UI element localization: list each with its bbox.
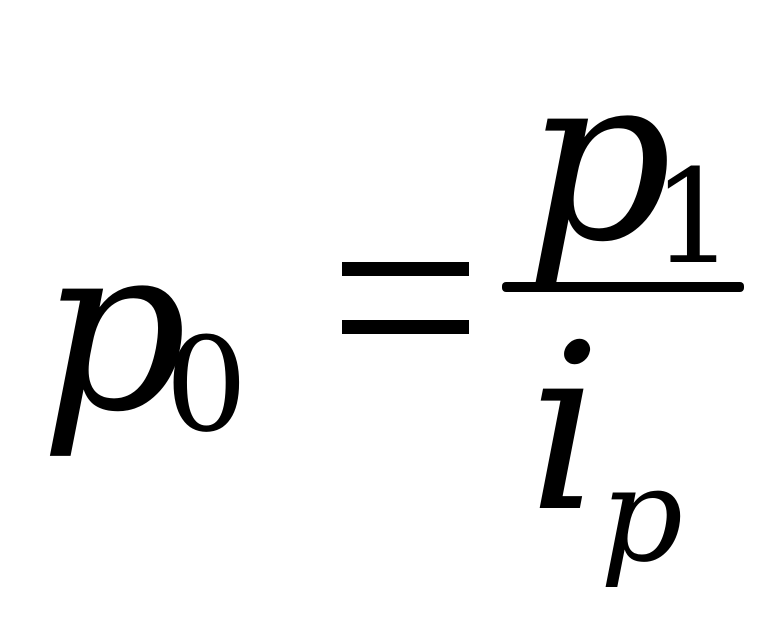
lhs-variable: p <box>40 196 188 463</box>
fraction-bar <box>502 282 744 292</box>
numerator-subscript: 1 <box>652 141 735 293</box>
denominator-subscript: p <box>600 439 684 591</box>
equals-sign-bottom-bar <box>342 320 469 334</box>
equals-sign-top-bar <box>342 262 469 276</box>
numerator-variable: p <box>525 26 673 293</box>
denominator-variable: i <box>528 296 602 563</box>
lhs-subscript: 0 <box>165 309 248 461</box>
